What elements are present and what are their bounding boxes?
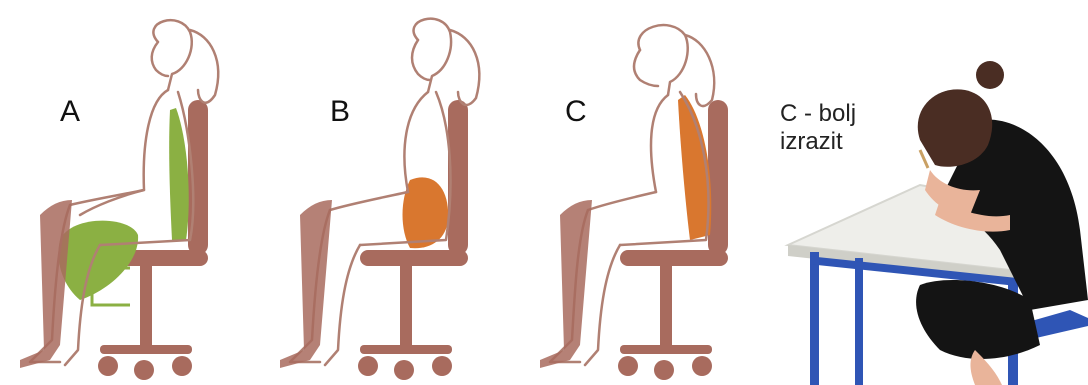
seated-figure-a: [0, 0, 260, 385]
figure-label-b: B: [330, 95, 350, 129]
student-photo: [770, 0, 1088, 385]
figure-a: A: [0, 0, 260, 385]
figure-b: B: [260, 0, 520, 385]
leg-outline-b: [280, 200, 332, 368]
posture-highlight-b: [403, 177, 449, 248]
photo-caption-line2: izrazit: [780, 128, 856, 156]
photo-caption: C - bolj izrazit: [780, 100, 856, 156]
chair-c: [618, 100, 728, 380]
leg-outline-c: [540, 200, 592, 368]
seated-figure-c: [520, 0, 770, 385]
figure-c: C: [520, 0, 770, 385]
figure-label-a: A: [60, 95, 80, 129]
seated-figure-b: [260, 0, 520, 385]
figure-label-c: C: [565, 95, 587, 129]
photo-panel: C - bolj izrazit: [770, 0, 1088, 385]
photo-caption-line1: C - bolj: [780, 100, 856, 128]
leg-outline-a: [20, 200, 72, 368]
